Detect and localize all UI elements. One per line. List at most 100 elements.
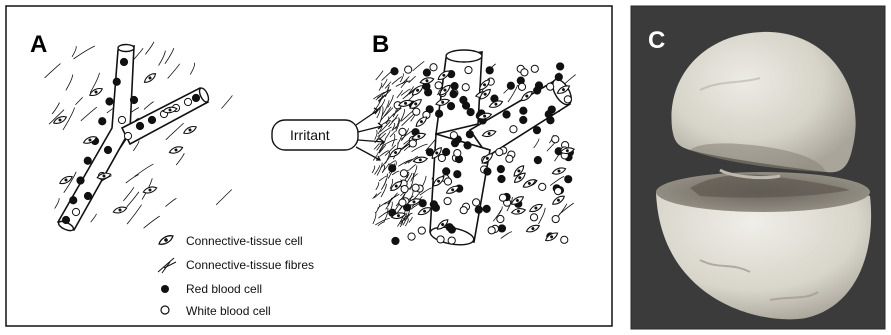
red-blood-cell	[423, 69, 430, 76]
red-blood-cell	[464, 142, 471, 149]
white-blood-cell	[450, 132, 457, 139]
red-blood-cell	[507, 82, 514, 89]
white-blood-cell	[72, 208, 79, 215]
white-blood-cell	[473, 199, 480, 206]
white-blood-cell	[496, 149, 503, 156]
panel-c-letter: C	[648, 27, 665, 54]
white-blood-cell	[518, 83, 525, 90]
white-blood-cell	[465, 66, 472, 73]
red-blood-cell	[557, 63, 564, 70]
white-blood-cell	[506, 155, 513, 162]
white-blood-cell	[510, 126, 517, 133]
white-blood-cell	[444, 178, 451, 185]
red-blood-cell	[70, 197, 77, 204]
white-blood-cell	[408, 233, 415, 240]
red-blood-cell	[391, 68, 398, 75]
red-blood-cell	[534, 157, 541, 164]
red-blood-cell	[84, 157, 91, 164]
red-blood-cell	[498, 175, 505, 182]
red-blood-cell	[136, 122, 143, 129]
white-blood-cell	[497, 215, 504, 222]
white-blood-cell	[438, 154, 445, 161]
legend-label-connective-tissue-cell: Connective-tissue cell	[186, 234, 303, 248]
red-blood-cell	[565, 176, 572, 183]
red-blood-cell	[450, 90, 457, 97]
white-blood-cell	[184, 98, 191, 105]
red-blood-cell	[113, 78, 120, 85]
white-blood-cell	[435, 82, 442, 89]
red-blood-cell	[475, 206, 482, 213]
red-blood-cell-icon	[161, 285, 169, 293]
white-blood-cell	[552, 136, 559, 143]
white-blood-cell	[444, 197, 451, 204]
red-blood-cell	[497, 166, 504, 173]
white-blood-cell	[488, 227, 495, 234]
white-blood-cell	[462, 84, 469, 91]
red-blood-cell	[77, 177, 84, 184]
white-blood-cell-icon	[161, 306, 169, 314]
red-blood-cell	[486, 67, 493, 74]
white-blood-cell	[413, 108, 420, 115]
red-blood-cell	[435, 110, 442, 117]
red-blood-cell	[392, 237, 399, 244]
red-blood-cell	[555, 73, 562, 80]
red-blood-cell	[534, 87, 541, 94]
white-blood-cell	[405, 66, 412, 73]
red-blood-cell	[130, 96, 137, 103]
white-blood-cell	[460, 207, 467, 214]
panel-a-letter: A	[30, 31, 47, 58]
red-blood-cell	[545, 111, 552, 118]
red-blood-cell	[503, 111, 510, 118]
red-blood-cell	[62, 216, 69, 223]
red-blood-cell	[448, 226, 455, 233]
red-blood-cell	[148, 116, 155, 123]
red-blood-cell	[533, 127, 540, 134]
white-blood-cell	[552, 215, 559, 222]
red-blood-cell	[192, 94, 199, 101]
white-blood-cell	[454, 150, 461, 157]
red-blood-cell	[498, 225, 505, 232]
legend-label-red-blood-cell: Red blood cell	[186, 282, 262, 296]
red-blood-cell	[466, 131, 473, 138]
white-blood-cell	[399, 199, 406, 206]
panel-b-letter: B	[372, 31, 389, 58]
red-blood-cell	[447, 103, 454, 110]
white-blood-cell	[448, 237, 455, 244]
white-blood-cell	[430, 64, 437, 71]
irritant-label: Irritant	[290, 127, 330, 143]
red-blood-cell	[99, 118, 106, 125]
white-blood-cell	[400, 170, 407, 177]
white-blood-cell	[399, 128, 406, 135]
red-blood-cell	[454, 171, 461, 178]
red-blood-cell	[120, 58, 127, 65]
white-blood-cell	[530, 214, 537, 221]
white-blood-cell	[124, 132, 131, 139]
red-blood-cell	[520, 116, 527, 123]
red-blood-cell	[430, 201, 437, 208]
panel-c: C	[631, 6, 885, 329]
white-blood-cell	[561, 236, 568, 243]
white-blood-cell	[521, 69, 528, 76]
white-blood-cell	[547, 83, 554, 90]
legend-label-white-blood-cell: White blood cell	[186, 304, 271, 318]
white-blood-cell	[412, 184, 419, 191]
red-blood-cell	[106, 98, 113, 105]
legend-label-connective-tissue-fibres: Connective-tissue fibres	[186, 258, 314, 272]
white-blood-cell	[409, 140, 416, 147]
red-blood-cell	[520, 107, 527, 114]
white-blood-cell	[118, 116, 125, 123]
red-blood-cell	[389, 165, 396, 172]
red-blood-cell	[483, 205, 490, 212]
white-blood-cell	[499, 194, 506, 201]
red-blood-cell	[467, 109, 474, 116]
white-blood-cell	[437, 236, 444, 243]
white-blood-cell	[539, 183, 546, 190]
white-blood-cell	[401, 185, 408, 192]
red-blood-cell	[104, 146, 111, 153]
red-blood-cell	[84, 192, 91, 199]
red-blood-cell	[451, 83, 458, 90]
white-blood-cell	[531, 65, 538, 72]
red-blood-cell	[460, 96, 467, 103]
white-blood-cell	[418, 227, 425, 234]
